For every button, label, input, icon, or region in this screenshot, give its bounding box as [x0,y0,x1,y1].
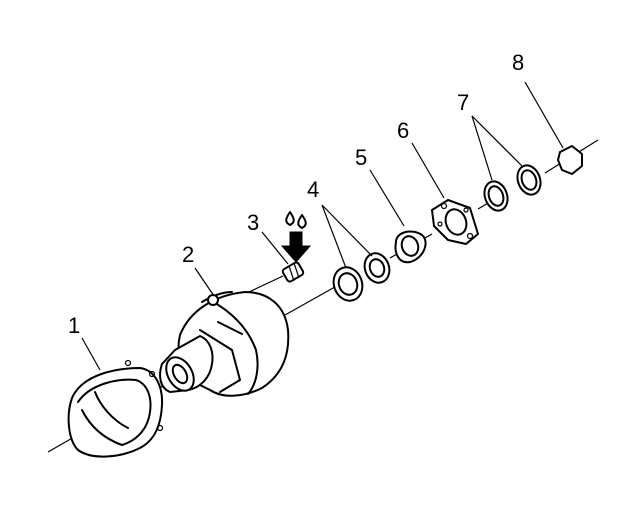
callout-8: 8 [512,50,524,75]
part-6-flange [431,199,479,245]
callout-6: 6 [397,118,409,143]
callout-3: 3 [247,210,259,235]
callout-1: 1 [68,313,80,338]
part-8-cap [557,145,583,175]
droplet-icon [285,211,307,229]
callout-4: 4 [307,177,319,202]
down-arrow-icon [280,231,312,263]
part-7-rings [483,164,542,212]
leader-lines [81,81,564,371]
part-1-shroud [67,359,164,458]
callout-2: 2 [182,242,194,267]
part-3-fitting [281,261,305,283]
part-5-gasket [394,230,427,264]
part-2-housing [159,291,290,397]
callout-7: 7 [457,90,469,115]
part-4-washers [332,252,391,302]
callout-5: 5 [355,145,367,170]
